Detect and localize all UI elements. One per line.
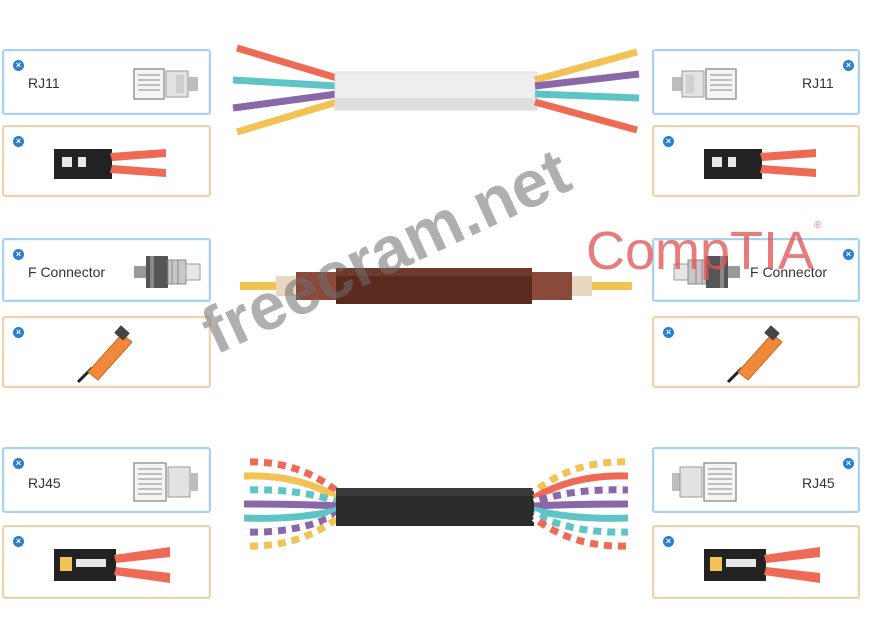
close-icon[interactable]: × [13, 458, 24, 469]
tool-card-punchdown-right[interactable]: × [652, 316, 860, 388]
close-icon[interactable]: × [13, 327, 24, 338]
rj11-plug-icon [133, 68, 198, 100]
close-icon[interactable]: × [663, 536, 674, 547]
connector-label: RJ45 [28, 475, 61, 491]
close-icon[interactable]: × [663, 327, 674, 338]
crimper-tool-icon [704, 149, 816, 179]
tool-card-crimper-rj45-right[interactable]: × [652, 525, 860, 599]
close-icon[interactable]: × [843, 458, 854, 469]
connector-label: RJ11 [28, 75, 60, 91]
crimper-tool-icon [54, 547, 170, 583]
f-connector-icon [134, 256, 201, 288]
connector-label: F Connector [28, 264, 106, 280]
punch-down-tool-icon [726, 325, 783, 384]
rj11-plug-icon [672, 68, 737, 100]
connector-card-f-left[interactable]: × F Connector [2, 238, 211, 302]
close-icon[interactable]: × [13, 60, 24, 71]
rj45-plug-icon [672, 462, 737, 502]
f-connector-icon [673, 256, 740, 288]
close-icon[interactable]: × [13, 136, 24, 147]
tool-card-crimper-rj45-left[interactable]: × [2, 525, 211, 599]
close-icon[interactable]: × [663, 136, 674, 147]
tool-card-punchdown-left[interactable]: × [2, 316, 211, 388]
tool-card-crimper-left[interactable]: × [2, 125, 211, 197]
tool-card-crimper-right[interactable]: × [652, 125, 860, 197]
crimper-tool-icon [704, 547, 820, 583]
watermark-text: freecram.net [190, 133, 581, 368]
coaxial-cable [240, 268, 632, 304]
connector-card-f-right[interactable]: × F Connector [652, 238, 860, 302]
close-icon[interactable]: × [13, 536, 24, 547]
connector-card-rj45-left[interactable]: × RJ45 [2, 447, 211, 513]
logo-registered-mark: ® [814, 220, 822, 231]
close-icon[interactable]: × [13, 249, 24, 260]
rj45-plug-icon [133, 462, 198, 502]
connector-card-rj11-left[interactable]: × RJ11 [2, 49, 211, 115]
connector-label: RJ11 [802, 75, 834, 91]
connector-label: RJ45 [802, 475, 835, 491]
twisted-pair-cable [243, 458, 629, 550]
connector-label: F Connector [750, 264, 828, 280]
close-icon[interactable]: × [843, 60, 854, 71]
phone-cable [232, 44, 640, 136]
close-icon[interactable]: × [843, 249, 854, 260]
punch-down-tool-icon [76, 325, 133, 384]
crimper-tool-icon [54, 149, 166, 179]
connector-card-rj11-right[interactable]: × RJ11 [652, 49, 860, 115]
connector-card-rj45-right[interactable]: × RJ45 [652, 447, 860, 513]
